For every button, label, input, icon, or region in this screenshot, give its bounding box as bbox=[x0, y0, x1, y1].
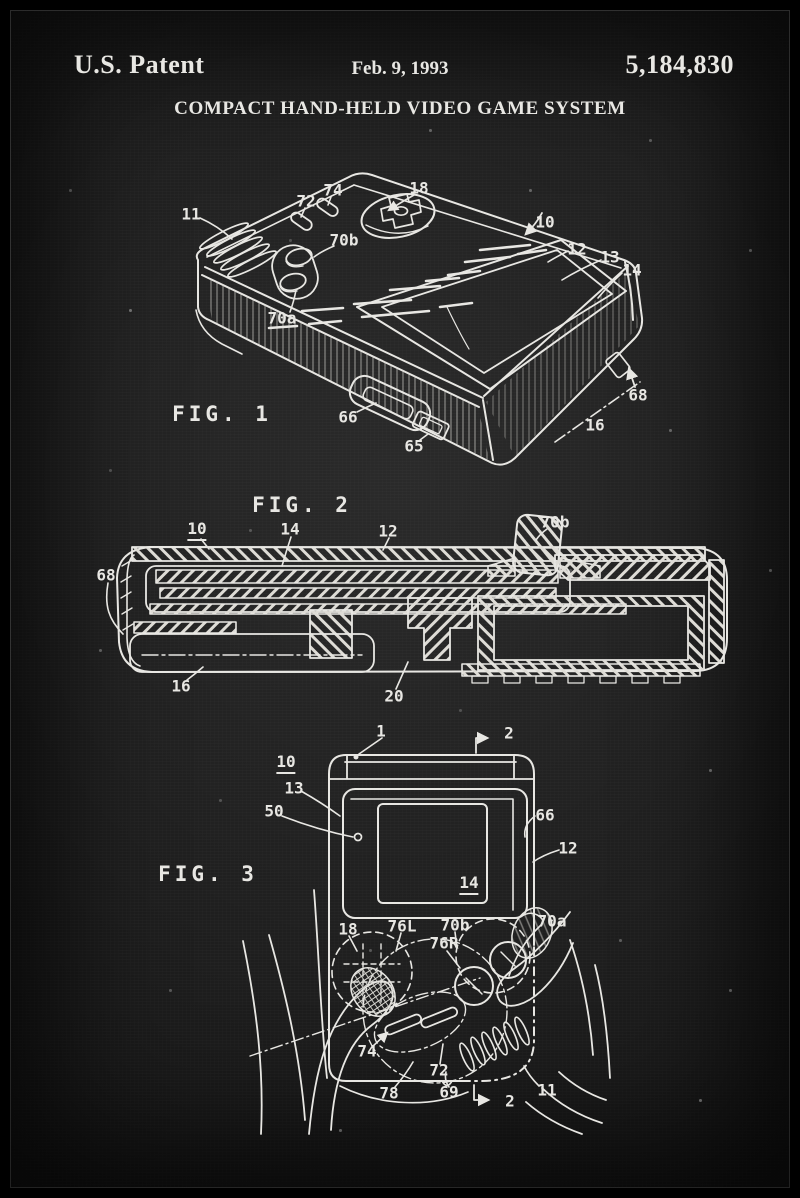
ref-label-fig1-72: 72 bbox=[296, 191, 316, 211]
fig2-lower-housing bbox=[129, 621, 701, 684]
ref-label-fig3-76R: 76R bbox=[429, 933, 459, 953]
fig2-cartridge bbox=[554, 554, 711, 581]
ref-label-fig3-2-bottom: 2 bbox=[505, 1091, 515, 1111]
ref-label-fig2-12: 12 bbox=[378, 521, 398, 541]
patent-title: COMPACT HAND-HELD VIDEO GAME SYSTEM bbox=[174, 98, 626, 119]
ref-label-fig2-10: 10 bbox=[187, 519, 207, 541]
ref-label-fig2-16: 16 bbox=[171, 676, 191, 696]
ref-label-fig1-14: 14 bbox=[622, 260, 642, 280]
fig1-dials bbox=[271, 244, 319, 300]
patent-date: Feb. 9, 1993 bbox=[351, 58, 449, 79]
ref-label-fig2-68: 68 bbox=[96, 565, 116, 585]
ref-label-fig1-65: 65 bbox=[404, 436, 424, 456]
fig1-leader-lines bbox=[199, 194, 641, 443]
ref-label-fig3-18: 18 bbox=[338, 919, 358, 939]
ref-label-fig2-70b: 70b bbox=[540, 512, 570, 532]
ref-label-fig3-70b: 70b bbox=[440, 915, 470, 935]
ref-label-fig2-20: 20 bbox=[384, 686, 404, 706]
fig1-cartridge-slot bbox=[348, 374, 450, 441]
fig1-drawing bbox=[195, 172, 644, 466]
fig1-dpad bbox=[360, 193, 436, 239]
ref-label-fig1-16: 16 bbox=[585, 415, 605, 435]
ref-label-fig3-2-top: 2 bbox=[504, 723, 514, 743]
ref-label-fig1-12: 12 bbox=[567, 239, 587, 259]
ref-label-fig1-13: 13 bbox=[600, 247, 620, 267]
ref-label-fig3-76L: 76L bbox=[387, 916, 417, 936]
patent-number: 5,184,830 bbox=[625, 50, 734, 79]
ref-label-fig3-14: 14 bbox=[459, 873, 479, 895]
ref-label-fig1-10: 10 bbox=[535, 212, 555, 232]
ref-label-fig1-70a: 70a bbox=[267, 308, 297, 328]
fig3-drawing bbox=[242, 731, 611, 1135]
fig3-section-markers bbox=[473, 731, 491, 1107]
ref-label-fig1-18: 18 bbox=[409, 178, 429, 198]
ref-label-fig1-11: 11 bbox=[181, 204, 201, 224]
fig3-right-hand bbox=[496, 907, 611, 1135]
fig1-start-select-buttons bbox=[290, 197, 339, 231]
ref-label-fig3-12: 12 bbox=[558, 838, 578, 858]
fig1-battery-latch bbox=[605, 351, 631, 379]
ref-label-fig3-74: 74 bbox=[357, 1041, 377, 1061]
fig3-start-select-buttons bbox=[249, 938, 508, 1084]
fig3-headphone-notch bbox=[441, 1080, 453, 1087]
ref-label-fig1-74: 74 bbox=[323, 180, 343, 200]
fig3-screen-bezel bbox=[342, 788, 528, 919]
ref-label-fig1-66: 66 bbox=[338, 407, 358, 427]
fig3-caption: FIG. 3 bbox=[158, 862, 258, 886]
fig1-screen bbox=[356, 239, 627, 390]
fig2-caption: FIG. 2 bbox=[252, 493, 352, 517]
fig2-drawing bbox=[105, 513, 728, 690]
ref-label-fig1-70b: 70b bbox=[329, 230, 359, 250]
fig2-leader-lines bbox=[105, 528, 548, 690]
fig3-speaker-grille bbox=[459, 1016, 530, 1072]
ref-label-fig3-10: 10 bbox=[276, 752, 296, 774]
fig3-left-hand bbox=[242, 889, 469, 1135]
ref-label-fig3-72: 72 bbox=[429, 1060, 449, 1080]
ref-label-fig3-11: 11 bbox=[537, 1080, 557, 1100]
ref-label-fig3-1: 1 bbox=[376, 721, 386, 741]
ref-label-fig3-70a: 70a bbox=[537, 911, 567, 931]
ref-label-fig1-68: 68 bbox=[628, 385, 648, 405]
ref-label-fig3-69: 69 bbox=[439, 1082, 459, 1102]
ref-label-fig3-66: 66 bbox=[535, 805, 555, 825]
fig1-motion-dashes bbox=[267, 243, 548, 330]
ref-label-fig3-13: 13 bbox=[284, 778, 304, 798]
chalk-specks bbox=[10, 10, 11, 11]
chalkboard-background: U.S. Patent Feb. 9, 1993 5,184,830 COMPA… bbox=[10, 10, 790, 1188]
ref-label-fig3-50: 50 bbox=[264, 801, 284, 821]
ref-label-fig3-78: 78 bbox=[379, 1083, 399, 1103]
fig2-display-module bbox=[145, 565, 627, 615]
fig1-caption: FIG. 1 bbox=[172, 402, 272, 426]
fig1-speaker-grille bbox=[199, 222, 277, 278]
patent-publication: U.S. Patent bbox=[74, 50, 205, 79]
fig3-console-body bbox=[328, 754, 535, 1082]
fig3-leader-lines bbox=[281, 737, 560, 1088]
ref-label-fig2-14: 14 bbox=[280, 519, 300, 539]
